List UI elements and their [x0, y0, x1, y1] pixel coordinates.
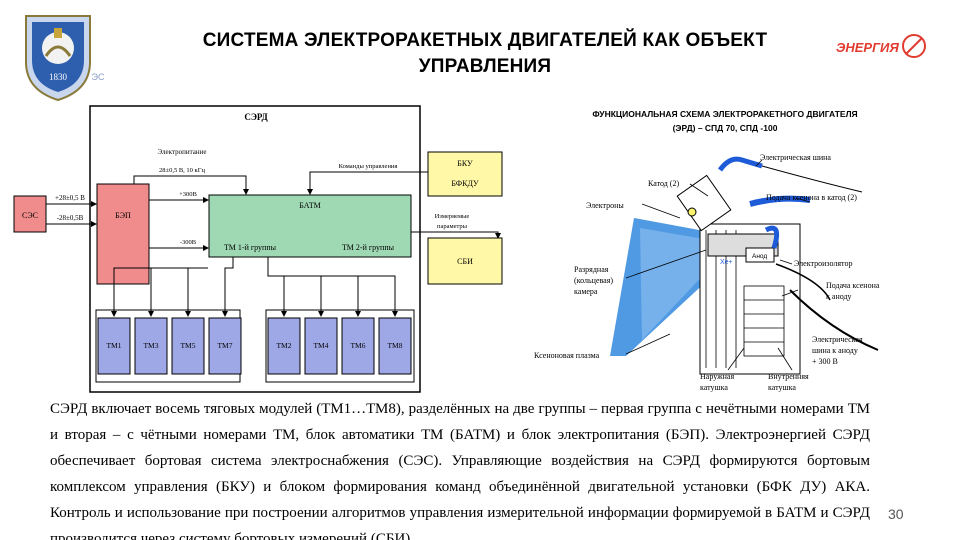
- xenon-to-cathode-label: Подача ксенона в катод (2): [766, 193, 857, 202]
- tm-group1-label: ТМ 1-й группы: [224, 243, 277, 252]
- anode-bus-line3: + 300 В: [812, 357, 838, 366]
- emblem-side-text: ЭС: [92, 72, 105, 82]
- bfkdu-label: БФКДУ: [451, 179, 479, 188]
- inner-coil-line2: катушка: [768, 383, 796, 392]
- batm-block: [208, 194, 412, 258]
- thruster-functional-scheme: ФУНКЦИОНАЛЬНАЯ СХЕМА ЭЛЕКТРОРАКЕТНОГО ДВ…: [534, 109, 880, 392]
- energia-logo: ЭНЕРГИЯ: [836, 34, 926, 58]
- outer-coil-line2: катушка: [700, 383, 728, 392]
- tm5-label: ТМ5: [181, 341, 196, 350]
- tm2-block: [267, 317, 301, 375]
- tm5-block: [171, 317, 205, 375]
- xenon-plasma-label: Ксеноновая плазма: [534, 351, 600, 360]
- description-paragraph: СЭРД включает восемь тяговых модулей (ТМ…: [50, 401, 870, 540]
- v28-top-label: +28±0,5 В: [55, 194, 85, 202]
- tm6-label: ТМ6: [351, 341, 366, 350]
- power-label: Электропитание: [158, 148, 207, 156]
- xenon-anode-feed-pipe: [764, 225, 780, 249]
- xenon-to-anode-line1: Подача ксенона: [826, 281, 880, 290]
- electroisolator-label: Электроизолятор: [794, 259, 852, 268]
- xenon-to-anode-line2: к аноду: [826, 292, 852, 301]
- tm4-label: ТМ4: [314, 341, 329, 350]
- ses-block: [13, 195, 47, 233]
- tm7-block: [208, 317, 242, 375]
- title-line-1: СИСТЕМА ЭЛЕКТРОРАКЕТНЫХ ДВИГАТЕЛЕЙ КАК О…: [202, 30, 768, 51]
- bep-block: [96, 183, 150, 285]
- batm-label: БАТМ: [299, 201, 320, 210]
- emblem-year: 1830: [49, 72, 68, 82]
- inner-coil-line1: Внутренняя: [768, 372, 809, 381]
- minus300-label: -300В: [180, 239, 197, 246]
- measured-line1: Измеряемые: [435, 213, 470, 220]
- power-spec-label: 28±0,5 В, 10 кГц: [159, 167, 205, 174]
- discharge-line3: камера: [574, 287, 598, 296]
- tm8-label: ТМ8: [388, 341, 403, 350]
- sbi-block: [427, 237, 503, 285]
- tm4-block: [304, 317, 338, 375]
- description-text: СЭРД включает восемь тяговых модулей (ТМ…: [50, 396, 870, 540]
- outer-coil-line1: Наружная: [700, 372, 734, 381]
- electric-bus-cable: [717, 156, 763, 172]
- slide-number: 30: [888, 506, 904, 522]
- tm-group2-frame: [265, 309, 415, 383]
- measured-line2: параметры: [437, 223, 468, 230]
- tm1-block: [97, 317, 131, 375]
- bku-label: БКУ: [457, 159, 473, 168]
- tm-group2: ТМ2 ТМ4 ТМ6 ТМ8: [267, 317, 412, 375]
- anode-bus-line1: Электрическая: [812, 335, 863, 344]
- bep-label: БЭП: [115, 211, 131, 220]
- bku-block: [427, 151, 503, 197]
- tm8-block: [378, 317, 412, 375]
- ses-label: СЭС: [22, 211, 38, 220]
- tm3-label: ТМ3: [144, 341, 159, 350]
- xenon-cathode-feed: [749, 195, 811, 207]
- tm6-block: [341, 317, 375, 375]
- anode-bus-cable: [789, 289, 879, 351]
- tm1-label: ТМ1: [107, 341, 122, 350]
- scheme-title-line2: (ЭРД) – СПД 70, СПД -100: [673, 123, 778, 133]
- anode-label: Анод: [752, 253, 767, 260]
- title-line-2: УПРАВЛЕНИЯ: [418, 56, 552, 77]
- tm-group1: ТМ1 ТМ3 ТМ5 ТМ7: [97, 317, 242, 375]
- cathode-label: Катод (2): [648, 179, 679, 188]
- plus300-label: +300В: [179, 191, 197, 198]
- tm3-block: [134, 317, 168, 375]
- university-emblem: 1830 ЭС: [25, 15, 105, 102]
- discharge-line1: Разрядная: [574, 265, 609, 274]
- serd-block-diagram: СЭРД СЭС +28±0,5 В -28±0,5В БЭП Электроп…: [13, 105, 503, 393]
- electrons-label: Электроны: [586, 201, 624, 210]
- commands-label: Команды управления: [339, 163, 398, 170]
- xe-ion-label: Xe+: [720, 259, 733, 266]
- anode-bus-line2: шина к аноду: [812, 346, 858, 355]
- tm-group2-label: ТМ 2-й группы: [342, 243, 395, 252]
- discharge-line2: (кольцевая): [574, 276, 613, 285]
- tm2-label: ТМ2: [277, 341, 292, 350]
- serd-label: СЭРД: [244, 112, 268, 122]
- v28-bottom-label: -28±0,5В: [57, 214, 84, 222]
- brand-text: ЭНЕРГИЯ: [836, 40, 899, 55]
- tm-feed-lines: [111, 257, 398, 317]
- scheme-title-line1: ФУНКЦИОНАЛЬНАЯ СХЕМА ЭЛЕКТРОРАКЕТНОГО ДВ…: [592, 109, 857, 119]
- tm7-label: ТМ7: [218, 341, 233, 350]
- sbi-label: СБИ: [457, 257, 473, 266]
- slide-title: СИСТЕМА ЭЛЕКТРОРАКЕТНЫХ ДВИГАТЕЛЕЙ КАК О…: [140, 28, 830, 80]
- electric-bus-label: Электрическая шина: [760, 153, 831, 162]
- cathode-assembly: [676, 174, 732, 232]
